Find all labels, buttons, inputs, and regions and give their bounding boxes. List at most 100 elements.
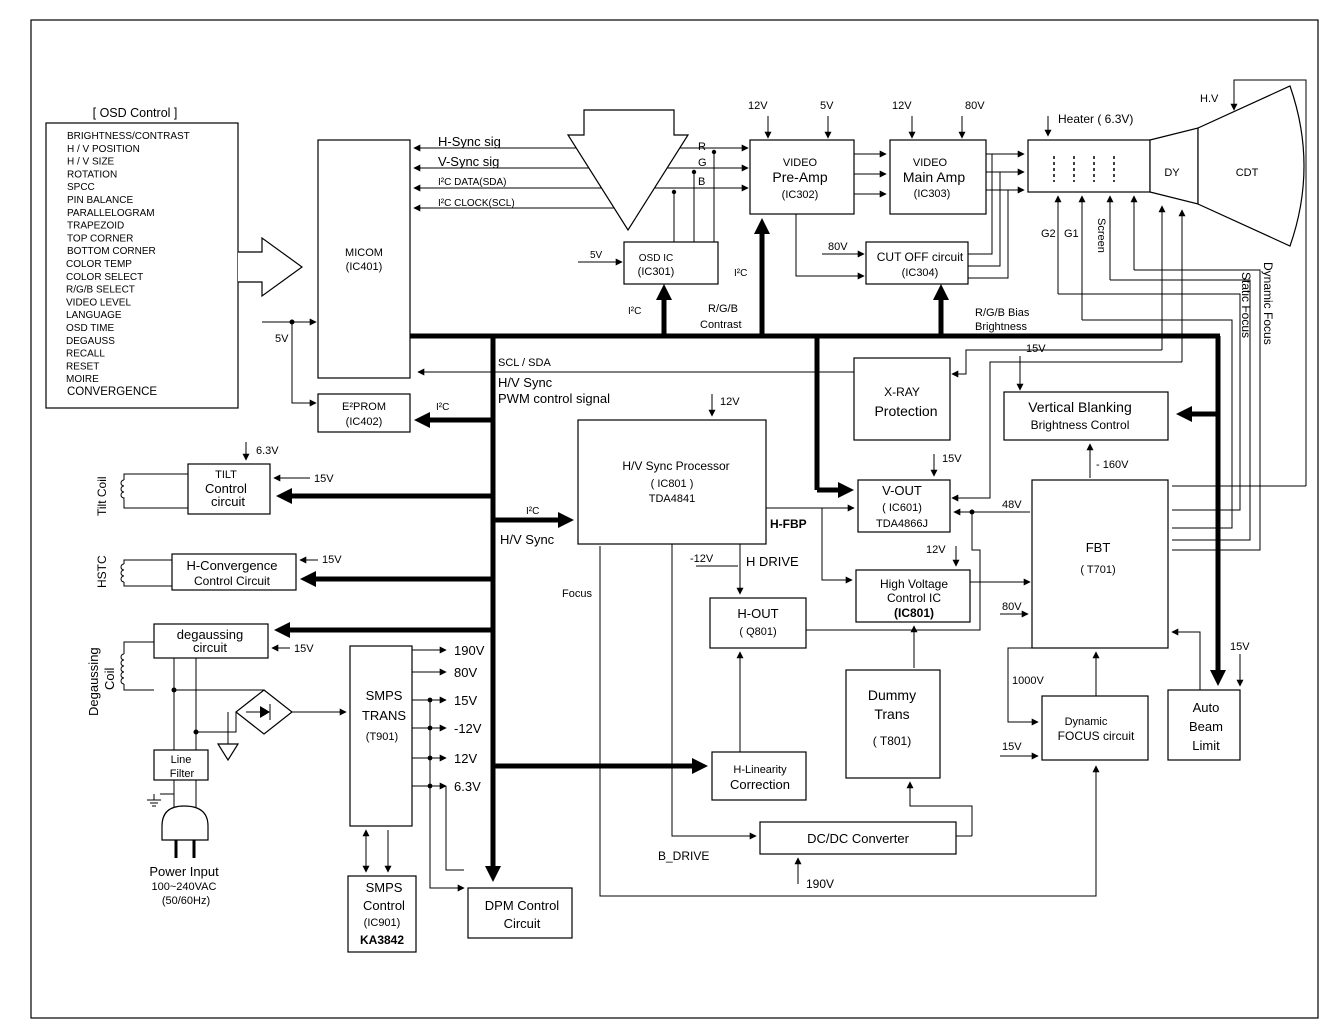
hvsync-code: ( IC801 ) [651,478,694,490]
hvsync-input-label: H/V Sync [500,532,555,547]
vblank-15v-label: 15V [1026,343,1046,355]
screen-label: Screen [1095,218,1107,253]
vsync-label: V-Sync sig [438,154,499,169]
fbt-80v-label: 80V [1002,601,1022,613]
main-bus [274,218,1226,882]
mainamp-12v-label: 12V [892,100,912,112]
xray-label: X-RAY [884,385,920,399]
tilt-label: TILT [215,469,237,481]
preamp-name: Pre-Amp [772,169,827,185]
hvsync-part: TDA4841 [649,493,695,505]
smps-trans-code: (T901) [366,731,398,743]
preamp-12v-label: 12V [748,100,768,112]
abl-beam-label: Beam [1189,719,1223,734]
fbt-block [1031,479,1169,649]
osd-5v-label: 5V [590,250,603,261]
degauss-block [153,623,269,659]
hout-code: ( Q801) [739,626,776,638]
micom-label: MICOM [345,247,383,259]
v48-label: 48V [1002,499,1022,511]
hv-sync-label: H/V Sync [498,375,553,390]
smps-output-label: 190V [454,643,485,658]
osd-item: PIN BALANCE [67,195,133,206]
tilt-15v-label: 15V [314,473,334,485]
hstc-coil [120,559,172,587]
hvsync-i2c-label: I²C [526,506,539,517]
hvctrl-label: High Voltage [880,577,948,591]
smps-output-label: 80V [454,665,477,680]
dynamic-focus-label: Dynamic Focus [1261,262,1275,345]
vblank-brightness-label: Brightness Control [1031,418,1130,432]
vout-label: V-OUT [882,483,922,498]
osd-to-micom-arrow [238,236,304,298]
mainamp-label: VIDEO [913,157,948,169]
contrast-label: Contrast [700,319,742,331]
pwm-label: PWM control signal [498,391,610,406]
power-plug-icon [147,780,209,858]
degauss-15v-label: 15V [294,643,314,655]
smps-ctrl-name: Control [363,898,405,913]
hlin-block [711,751,807,801]
hvsync-block [577,419,767,545]
hout-label: H-OUT [737,606,778,621]
osd-item: PARALLELOGRAM [67,208,155,219]
power-voltage-label: 100~240VAC [152,881,217,893]
smps-trans-label: SMPS [366,688,403,703]
hvsync-label: H/V Sync Processor [622,459,729,473]
heater-label: Heater ( 6.3V) [1058,112,1133,126]
vblank-label: Vertical Blanking [1028,399,1132,415]
eeprom-block [317,393,411,433]
smps-trans-block [349,645,413,827]
hfbp-label: H-FBP [770,517,807,531]
outer-frame [30,19,1319,1019]
smps-output-label: 12V [454,751,477,766]
g2-label: G2 [1041,228,1056,240]
dummy-trans-label: Trans [874,706,909,722]
abl-limit-label: Limit [1192,738,1220,753]
dummy-block [845,669,941,779]
hvsync-12v-label: 12V [720,396,740,408]
preamp-label: VIDEO [783,157,818,169]
smps-output-label: 15V [454,693,477,708]
sda-label: I²C DATA(SDA) [438,177,507,188]
degauss-coil-label: Degaussing [86,647,101,716]
dcdc-block [759,821,957,855]
line-filter-label: Line [171,754,192,766]
hconv-control-label: Control Circuit [194,574,271,588]
static-focus-label: Static Focus [1239,272,1253,338]
hsync-label: H-Sync sig [438,134,501,149]
dcdc-190v-label: 190V [806,877,834,891]
hv-label: H.V [1200,93,1219,105]
cutoff-code: (IC304) [902,267,939,279]
osd-item: TOP CORNER [67,233,133,244]
micom-code: (IC401) [346,261,383,273]
osd-ic-block [623,241,719,285]
hout-12v-label: -12V [690,553,714,565]
vout-code: ( IC601) [882,502,922,514]
osd-item: SPCC [67,182,95,193]
cutoff-label: CUT OFF circuit [877,250,964,264]
osd-item: TRAPEZOID [67,221,124,232]
bridge-rectifier [174,689,347,762]
v160-label: - 160V [1096,459,1129,471]
vout-part: TDA4866J [876,518,928,530]
dynfocus-circuit-label: FOCUS circuit [1058,729,1135,743]
osd-item: BOTTOM CORNER [67,246,156,257]
xray-block [853,357,951,441]
dy-label: DY [1164,167,1180,179]
scl-label: I²C CLOCK(SCL) [438,198,515,209]
smps-output-label: 6.3V [454,779,481,794]
xray-protection-label: Protection [874,403,937,419]
cutoff-block [865,241,969,285]
dpm-block [467,887,573,939]
osd-item: MOIRE [66,374,99,385]
g-label: G [698,157,707,169]
cdt-label: CDT [1236,167,1259,179]
osd-item: RESET [66,361,99,372]
abl-block [1167,689,1241,761]
hvctrl-code: (IC801) [894,606,934,620]
dpm-label: DPM Control [485,898,560,913]
